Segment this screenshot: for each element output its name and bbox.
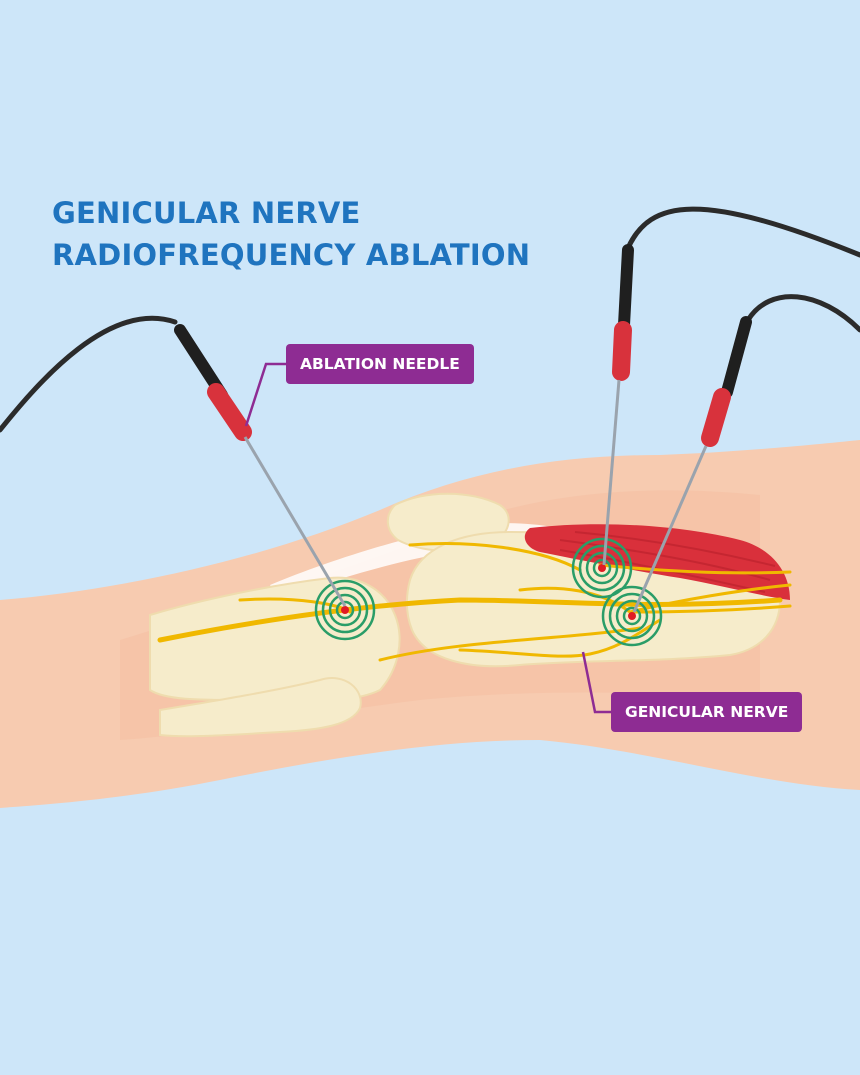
ablation-needle-left bbox=[0, 315, 347, 607]
ablation-needle-middle bbox=[602, 206, 860, 566]
muscle bbox=[524, 524, 790, 600]
title-line-1: GENICULAR NERVE bbox=[52, 196, 361, 230]
ablation-site-3 bbox=[601, 585, 663, 647]
genicular-nerve-label: GENICULAR NERVE bbox=[611, 692, 803, 732]
ablation-needle-right bbox=[632, 294, 860, 613]
needle-callout-line bbox=[244, 362, 286, 427]
title-line-2: RADIOFREQUENCY ABLATION bbox=[52, 238, 531, 272]
ablation-site-2 bbox=[571, 537, 633, 599]
diagram-title: GENICULAR NERVE RADIOFREQUENCY ABLATION bbox=[52, 192, 530, 276]
fibula-bone bbox=[159, 677, 362, 738]
ablation-needle-label: ABLATION NEEDLE bbox=[286, 344, 474, 384]
ablation-site-1 bbox=[314, 579, 376, 641]
nerve-callout-line bbox=[581, 651, 611, 714]
genicular-nerve-paths bbox=[157, 542, 792, 662]
